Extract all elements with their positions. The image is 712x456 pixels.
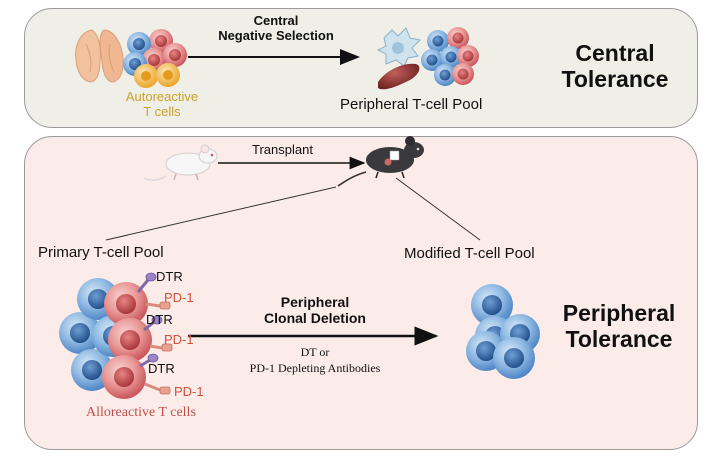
dtr-label-3: DTR <box>148 361 175 376</box>
central-tolerance-line2: Tolerance <box>561 66 669 93</box>
pd1-label-2: PD-1 <box>164 332 194 347</box>
primary-pool-label: Primary T-cell Pool <box>38 244 164 261</box>
depletion-method-label: DT or PD-1 Depleting Antibodies <box>220 345 410 376</box>
modified-pool-label: Modified T-cell Pool <box>404 245 535 262</box>
dendritic-cell-icon <box>376 27 422 67</box>
recipient-mouse-icon <box>337 136 424 187</box>
peripheral-tolerance-title: Peripheral Tolerance <box>550 300 688 353</box>
clonal-deletion-line2: Clonal Deletion <box>264 310 366 327</box>
autoreactive-label-line1: Autoreactive <box>125 89 199 104</box>
modified-pool-pointer-line <box>395 177 481 241</box>
transplant-label: Transplant <box>252 142 313 157</box>
central-tolerance-line1: Central <box>575 40 655 66</box>
primary-pool-pointer-line <box>105 186 337 241</box>
peripheral-tolerance-line1: Peripheral <box>562 300 676 326</box>
modified-pool-cell-cluster <box>466 284 540 379</box>
central-tolerance-title: Central Tolerance <box>550 40 680 93</box>
central-selection-label: Central Negative Selection <box>196 13 356 44</box>
autoreactive-label: Autoreactive T cells <box>112 89 212 120</box>
thymus-icon <box>75 29 124 83</box>
autoreactive-cell-cluster <box>123 29 187 88</box>
depletion-method-line2: PD-1 Depleting Antibodies <box>249 360 381 375</box>
central-selection-line1: Central <box>253 13 299 28</box>
pd1-label-3: PD-1 <box>174 384 204 399</box>
central-selection-line2: Negative Selection <box>218 27 334 43</box>
peripheral-pool-cluster <box>421 27 479 86</box>
dtr-receptor-icon <box>136 272 163 368</box>
clonal-deletion-line1: Peripheral <box>280 294 350 310</box>
peripheral-tolerance-line2: Tolerance <box>565 326 673 353</box>
autoreactive-label-line2: T cells <box>143 103 181 119</box>
dtr-label-2: DTR <box>146 312 173 327</box>
peripheral-pool-label: Peripheral T-cell Pool <box>340 96 483 113</box>
alloreactive-cell-cluster <box>59 278 152 399</box>
depletion-method-line1: DT or <box>300 345 330 359</box>
donor-mouse-icon <box>143 144 218 181</box>
pd1-label-1: PD-1 <box>164 290 194 305</box>
pd1-receptor-icon <box>144 301 173 395</box>
clonal-deletion-label: Peripheral Clonal Deletion <box>230 294 400 326</box>
dtr-label-1: DTR <box>156 269 183 284</box>
alloreactive-label: Alloreactive T cells <box>86 405 196 420</box>
spleen-icon <box>378 63 420 90</box>
